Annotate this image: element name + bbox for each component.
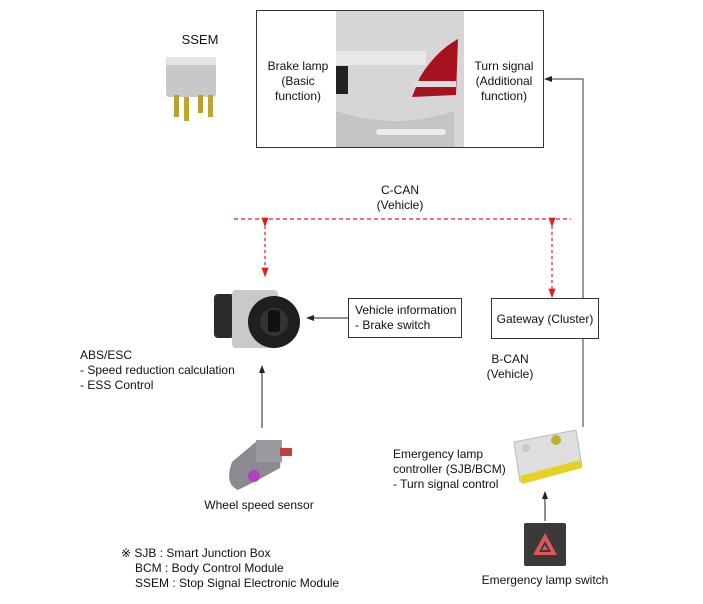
ssem-label: SSEM: [181, 32, 219, 47]
gateway-turn-signal-link: [544, 76, 584, 299]
abbreviation-notes: ※ SJB : Smart Junction Box BCM : Body Co…: [121, 546, 339, 591]
hazard-switch-label: Emergency lamp switch: [481, 573, 609, 587]
vehicle-info-box: Vehicle information - Brake switch: [348, 298, 462, 338]
abs-esc-label: ABS/ESC - Speed reduction calculation - …: [80, 348, 235, 392]
car-rear-image: [336, 11, 464, 147]
hazard-switch-icon: [524, 523, 566, 566]
note-ssem: SSEM : Stop Signal Electronic Module: [135, 576, 340, 590]
brake-lamp-label: Brake lamp (Basic function): [267, 59, 329, 103]
vehicle-info-detail: - Brake switch: [355, 318, 431, 332]
wheel-speed-sensor-icon: [229, 440, 292, 490]
note-bcm: BCM : Body Control Module: [135, 561, 284, 575]
c-can-label: C-CAN (Vehicle): [376, 183, 424, 212]
lamp-function-box: Brake lamp (Basic function) Turn signal …: [256, 10, 544, 148]
wheel-speed-sensor-label: Wheel speed sensor: [204, 498, 314, 512]
sjb-bcm-module-icon: [513, 429, 583, 484]
turn-signal-label: Turn signal (Additional function): [474, 59, 534, 103]
controller-label: Emergency lamp controller (SJB/BCM) - Tu…: [393, 447, 506, 491]
gateway-label: Gateway (Cluster): [496, 312, 594, 326]
vehicle-info-title: Vehicle information: [355, 303, 457, 317]
b-can-label: B-CAN (Vehicle): [486, 352, 534, 381]
abs-module-icon: [214, 290, 300, 348]
gateway-box: Gateway (Cluster): [491, 298, 599, 339]
ssem-relay-icon: [166, 57, 216, 121]
note-sjb: ※ SJB : Smart Junction Box: [121, 546, 271, 560]
